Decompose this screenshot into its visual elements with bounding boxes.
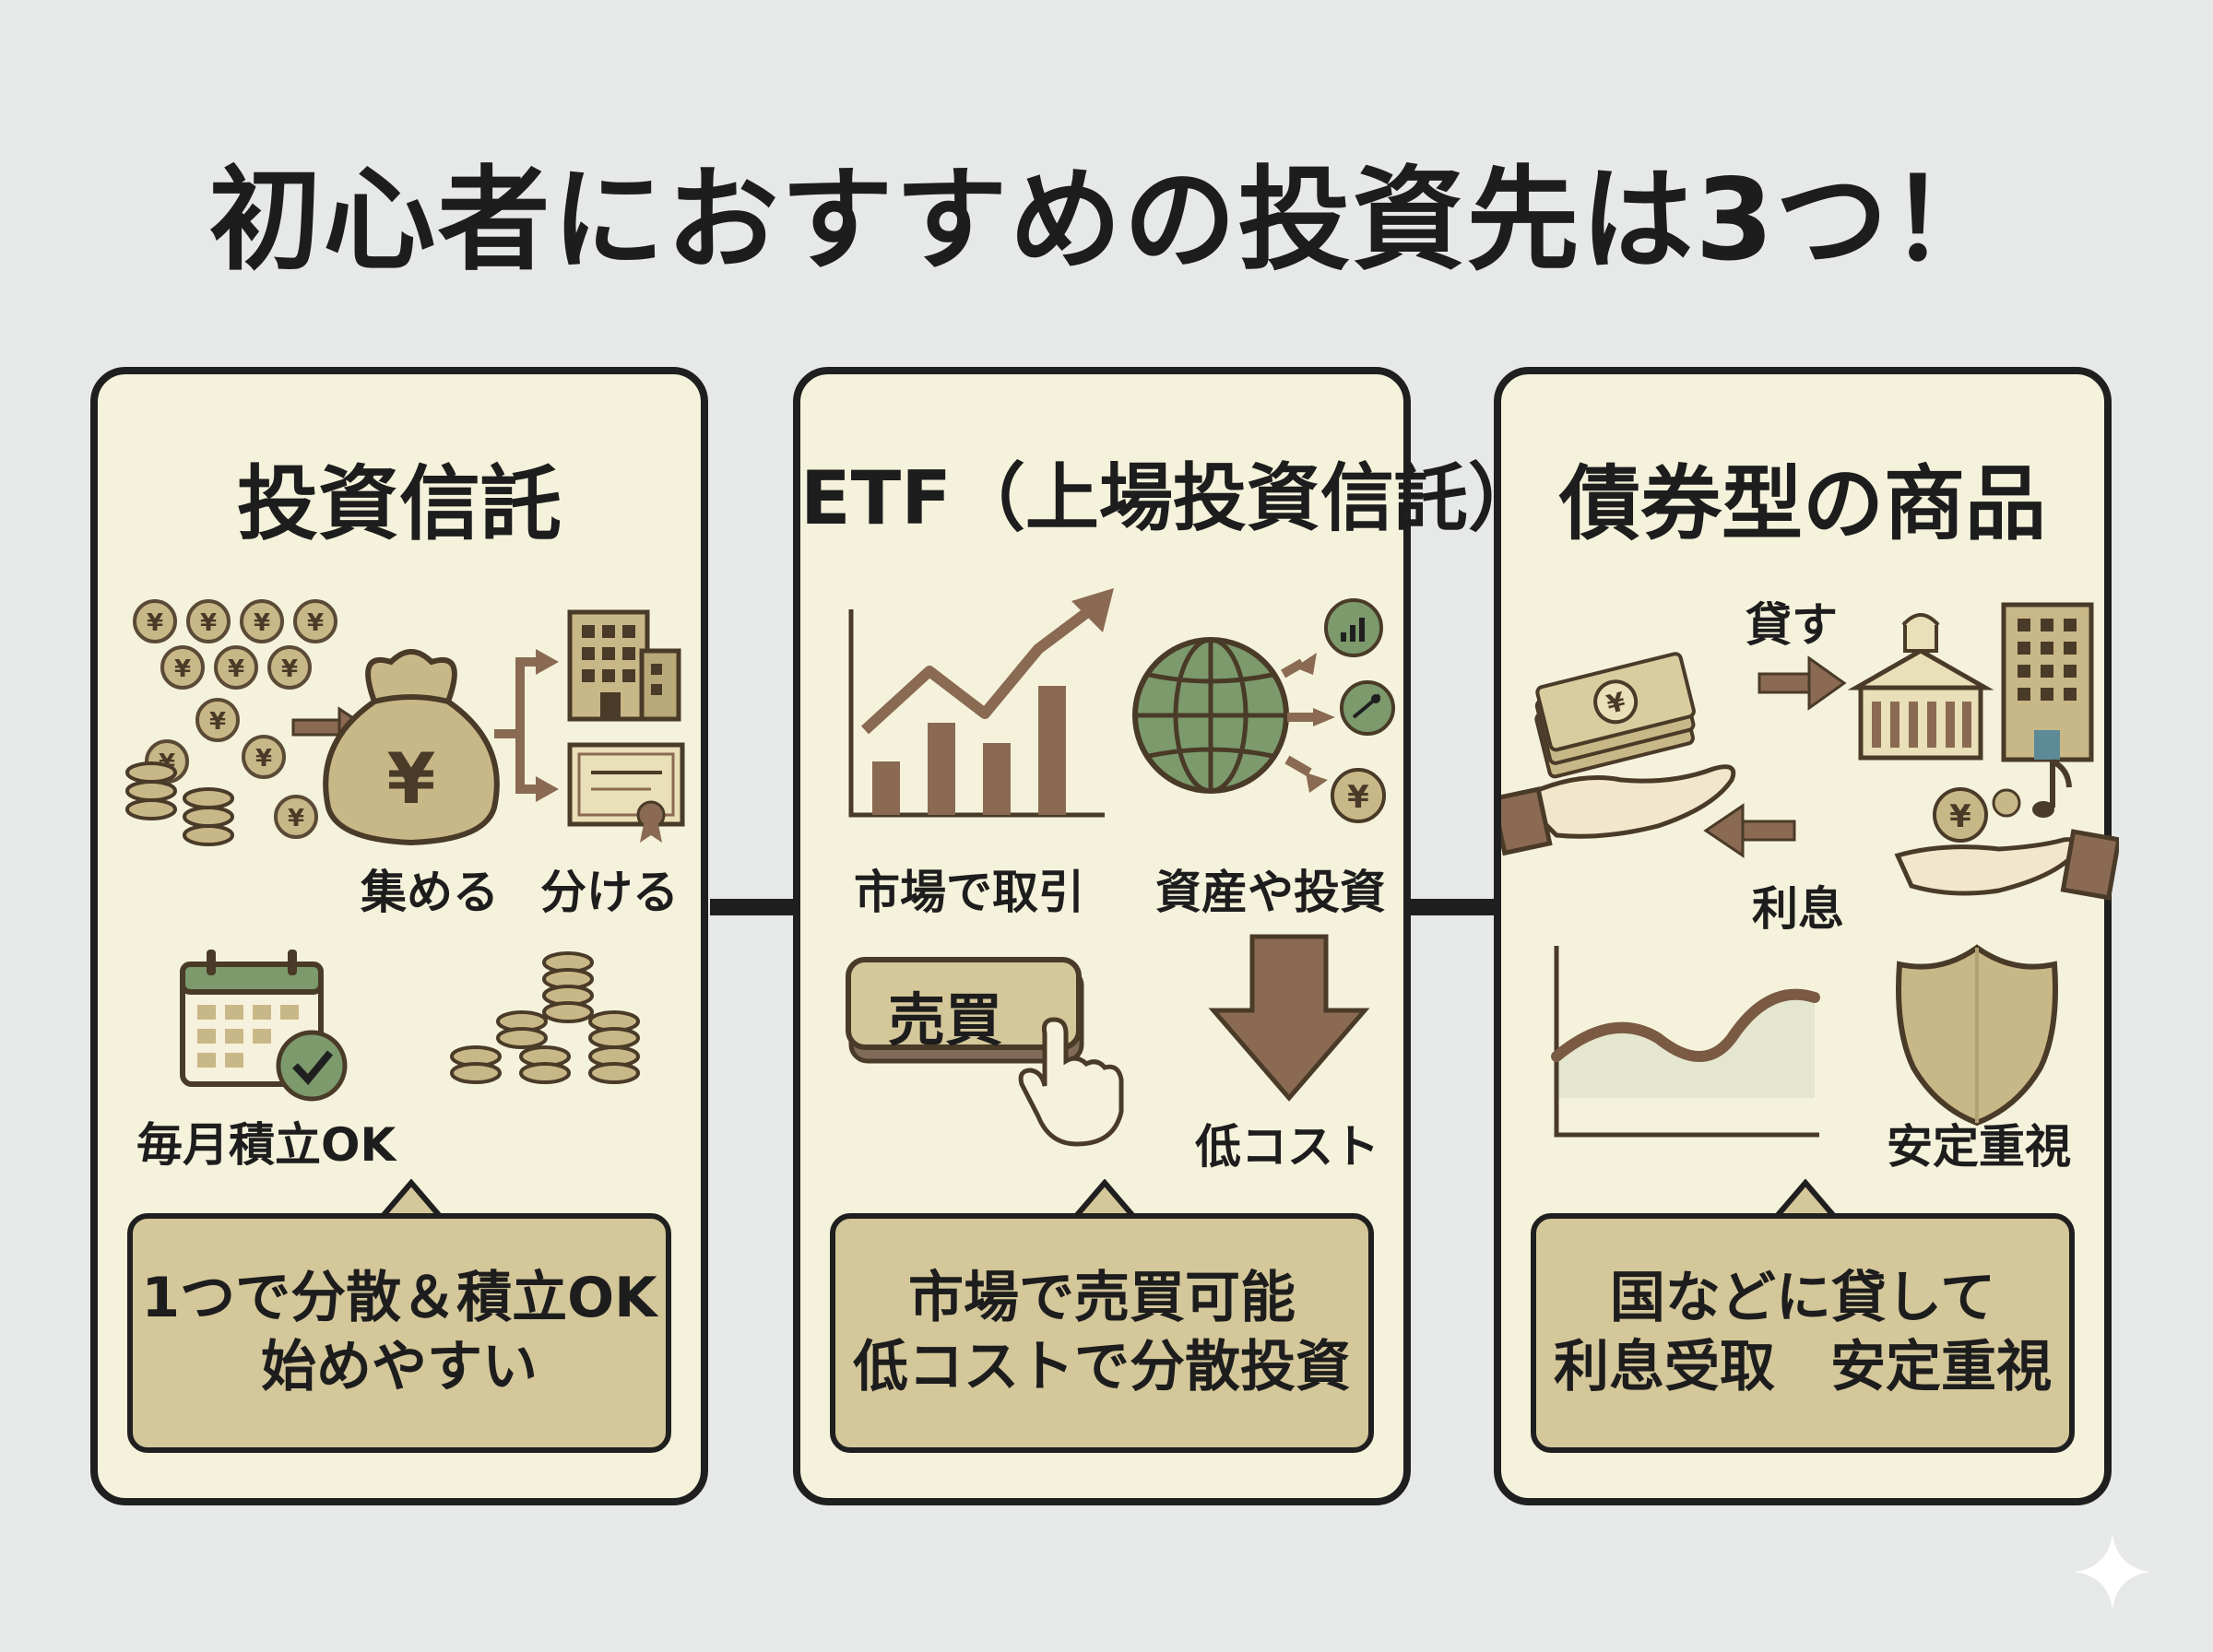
summary-bubble: 市場で売買可能 低コストで分散投資 xyxy=(830,1213,1374,1453)
summary-line: 市場で売買可能 xyxy=(908,1266,1296,1330)
bar-chart-icon xyxy=(848,588,1114,818)
money-bag-icon: ¥ xyxy=(323,649,500,846)
check-icon xyxy=(276,1030,348,1102)
shield-icon xyxy=(1896,944,2058,1127)
panel-investment-trust: 投資信託 ¥ xyxy=(90,367,708,1505)
svg-text:¥: ¥ xyxy=(1949,798,1971,835)
label-low-cost: 低コスト xyxy=(1195,1120,1379,1174)
label-monthly: 毎月積立OK xyxy=(136,1118,396,1172)
summary-line: 低コストで分散投資 xyxy=(853,1335,1351,1399)
down-arrow-icon xyxy=(1208,934,1370,1102)
investment-trust-illustration: ¥ ¥ xyxy=(125,599,685,1102)
label-market-trade: 市場で取引 xyxy=(854,866,1084,919)
label-interest: 利息 xyxy=(1752,882,1844,936)
building-icon xyxy=(2001,602,2094,762)
stable-chart-icon xyxy=(1551,946,1820,1138)
building-icon xyxy=(567,609,681,722)
label-lend: 貸す xyxy=(1746,598,1838,652)
coin-stack-icon xyxy=(450,951,640,1084)
panel-title: 債券型の商品 xyxy=(1558,456,2046,551)
globe-icon xyxy=(1132,637,1289,794)
label-collect: 集める xyxy=(361,866,499,919)
summary-line: 利息受取 安定重視 xyxy=(1554,1335,2052,1399)
svg-text:¥: ¥ xyxy=(387,738,436,820)
button-label-buy-sell: 売買 xyxy=(888,986,1003,1054)
panel-bond: 債券型の商品 ¥ xyxy=(1494,367,2119,1505)
label-divide: 分ける xyxy=(540,866,679,919)
split-arrows xyxy=(494,657,538,794)
mini-chart-icon xyxy=(1324,598,1383,657)
summary-line: 1つで分散＆積立OK xyxy=(141,1266,657,1330)
press-button-icon xyxy=(846,957,1124,1147)
bond-illustration: ¥ xyxy=(1501,602,2119,1138)
label-stability: 安定重視 xyxy=(1887,1120,2071,1174)
music-note-icon xyxy=(2032,759,2072,818)
government-building-icon xyxy=(1847,613,1994,761)
panel-title: 投資信託 xyxy=(236,456,562,551)
receive-hand-icon xyxy=(1894,829,2119,901)
summary-bubble: 1つで分散＆積立OK 始めやすい xyxy=(127,1213,671,1453)
certificate-icon xyxy=(567,742,685,843)
mini-growth-icon xyxy=(1340,680,1395,736)
summary-bubble: 国などに貸して 利息受取 安定重視 xyxy=(1531,1213,2075,1453)
summary-line: 国などに貸して xyxy=(1609,1266,1996,1330)
cash-hand-icon: ¥ xyxy=(1501,652,1736,856)
label-assets: 資産や投資 xyxy=(1155,866,1386,919)
summary-line: 始めやすい xyxy=(261,1335,538,1399)
yen-coin-icon: ¥ xyxy=(1331,768,1386,823)
sparkle-icon xyxy=(2075,1534,2150,1610)
page-title: 初心者におすすめの投資先は3つ！ xyxy=(208,155,2005,286)
svg-text:¥: ¥ xyxy=(1347,779,1369,816)
yen-coin-icon: ¥ xyxy=(1933,787,1988,843)
etf-illustration: ¥ xyxy=(846,588,1395,1147)
panel-etf: ETF（上場投資信託） xyxy=(793,367,1542,1505)
coin-icon xyxy=(1992,788,2021,818)
